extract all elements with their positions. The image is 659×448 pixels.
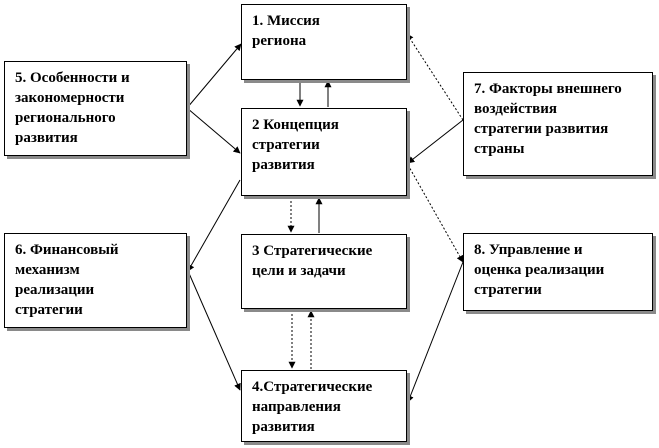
node-directions: 4.Стратегические направления развития — [241, 370, 407, 442]
node-concept: 2 Концепция стратегии развития — [241, 108, 407, 196]
node-features: 5. Особенности и закономерности регионал… — [4, 61, 187, 156]
arrow-concept-to-finance — [187, 179, 241, 272]
node-management: 8. Управление и оценка реализации страте… — [463, 233, 653, 311]
arrow-features-to-mission — [186, 43, 242, 109]
node-factors: 7. Факторы внешнего воздействия стратеги… — [463, 72, 653, 176]
arrow-finance-to-directions — [187, 270, 241, 391]
node-goals: 3 Стратегические цели и задачи — [241, 234, 407, 309]
arrow-factors-to-mission — [406, 33, 464, 121]
arrow-concept-to-management — [407, 164, 464, 263]
node-finance: 6. Финансовый механизм реализации страте… — [4, 233, 187, 328]
arrow-management-to-directions — [407, 261, 464, 403]
arrow-features-to-concept — [186, 107, 241, 154]
arrow-factors-to-concept — [407, 119, 464, 164]
node-mission: 1. Миссия региона — [241, 4, 407, 80]
